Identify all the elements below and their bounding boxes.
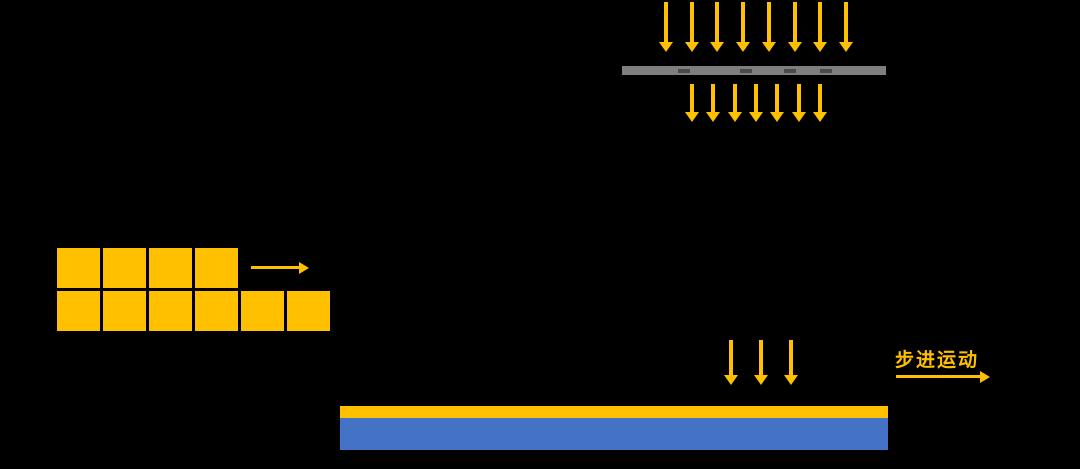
resin-layer: [340, 406, 888, 418]
powder-cell: [195, 248, 238, 288]
incident-light-arrows: [659, 2, 853, 52]
powder-cell: [241, 291, 284, 331]
down-arrow-icon: [706, 84, 721, 122]
powder-spread-arrow-icon: [251, 266, 299, 269]
step-motion-label: 步进运动: [895, 349, 980, 371]
powder-cell: [195, 291, 238, 331]
exposure-arrows: [724, 340, 798, 385]
down-arrow-icon: [736, 2, 751, 52]
photomask-bar: [622, 66, 886, 75]
down-arrow-icon: [787, 2, 802, 52]
down-arrow-icon: [812, 84, 827, 122]
powder-cell: [149, 291, 192, 331]
powder-cell: [149, 248, 192, 288]
transmitted-light-arrows: [685, 84, 827, 122]
powder-row-bottom: [57, 291, 330, 331]
mask-slot-icon: [740, 69, 752, 73]
down-arrow-icon: [710, 2, 725, 52]
down-arrow-icon: [748, 84, 763, 122]
substrate-platform: [340, 418, 888, 450]
step-motion-arrow-icon: [896, 375, 980, 378]
down-arrow-icon: [754, 340, 768, 385]
down-arrow-icon: [784, 340, 798, 385]
down-arrow-icon: [838, 2, 853, 52]
down-arrow-icon: [770, 84, 785, 122]
powder-cell: [57, 291, 100, 331]
powder-cell: [287, 291, 330, 331]
down-arrow-icon: [791, 84, 806, 122]
down-arrow-icon: [684, 2, 699, 52]
down-arrow-icon: [813, 2, 828, 52]
powder-cell: [57, 248, 100, 288]
down-arrow-icon: [724, 340, 738, 385]
powder-cell: [103, 248, 146, 288]
powder-block-grid: [57, 248, 330, 331]
powder-row-top: [57, 248, 330, 288]
down-arrow-icon: [685, 84, 699, 122]
down-arrow-icon: [659, 2, 673, 52]
down-arrow-icon: [727, 84, 742, 122]
down-arrow-icon: [761, 2, 776, 52]
mask-slot-icon: [784, 69, 796, 73]
mask-slot-icon: [820, 69, 832, 73]
mask-slot-icon: [678, 69, 690, 73]
powder-cell: [103, 291, 146, 331]
